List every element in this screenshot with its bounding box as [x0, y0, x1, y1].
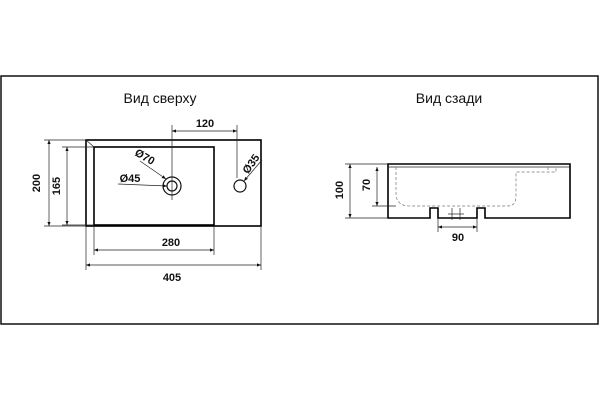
dim-overall-height: 100: [334, 181, 346, 199]
dim-tap-offset: 120: [196, 118, 214, 130]
top-view-title: Вид сверху: [124, 90, 197, 106]
dim-drain-inner: Ø45: [120, 173, 141, 185]
bowl-hidden-contour: [395, 167, 557, 207]
top-view: Вид сверху 120 Ø70 Ø45 Ø35 200: [31, 90, 262, 284]
dim-bowl-height: 70: [361, 179, 373, 191]
basin-outer-outline: [85, 139, 262, 227]
dim-drain-width: 90: [452, 232, 464, 244]
dim-overall-depth: 200: [31, 174, 43, 192]
back-view: Вид сзади 100 70 90: [334, 90, 571, 244]
dim-overall-width: 405: [163, 272, 181, 284]
dim-bowl-depth: 165: [51, 177, 63, 195]
dim-bowl-width: 280: [162, 237, 180, 249]
tap-hole-circle: [233, 179, 247, 193]
dim-tap-hole: Ø35: [241, 152, 263, 176]
drawing-border: [0, 75, 599, 325]
bowl-outline: [93, 146, 215, 226]
back-view-title: Вид сзади: [416, 90, 482, 106]
dim-drain-outer: Ø70: [132, 147, 156, 168]
